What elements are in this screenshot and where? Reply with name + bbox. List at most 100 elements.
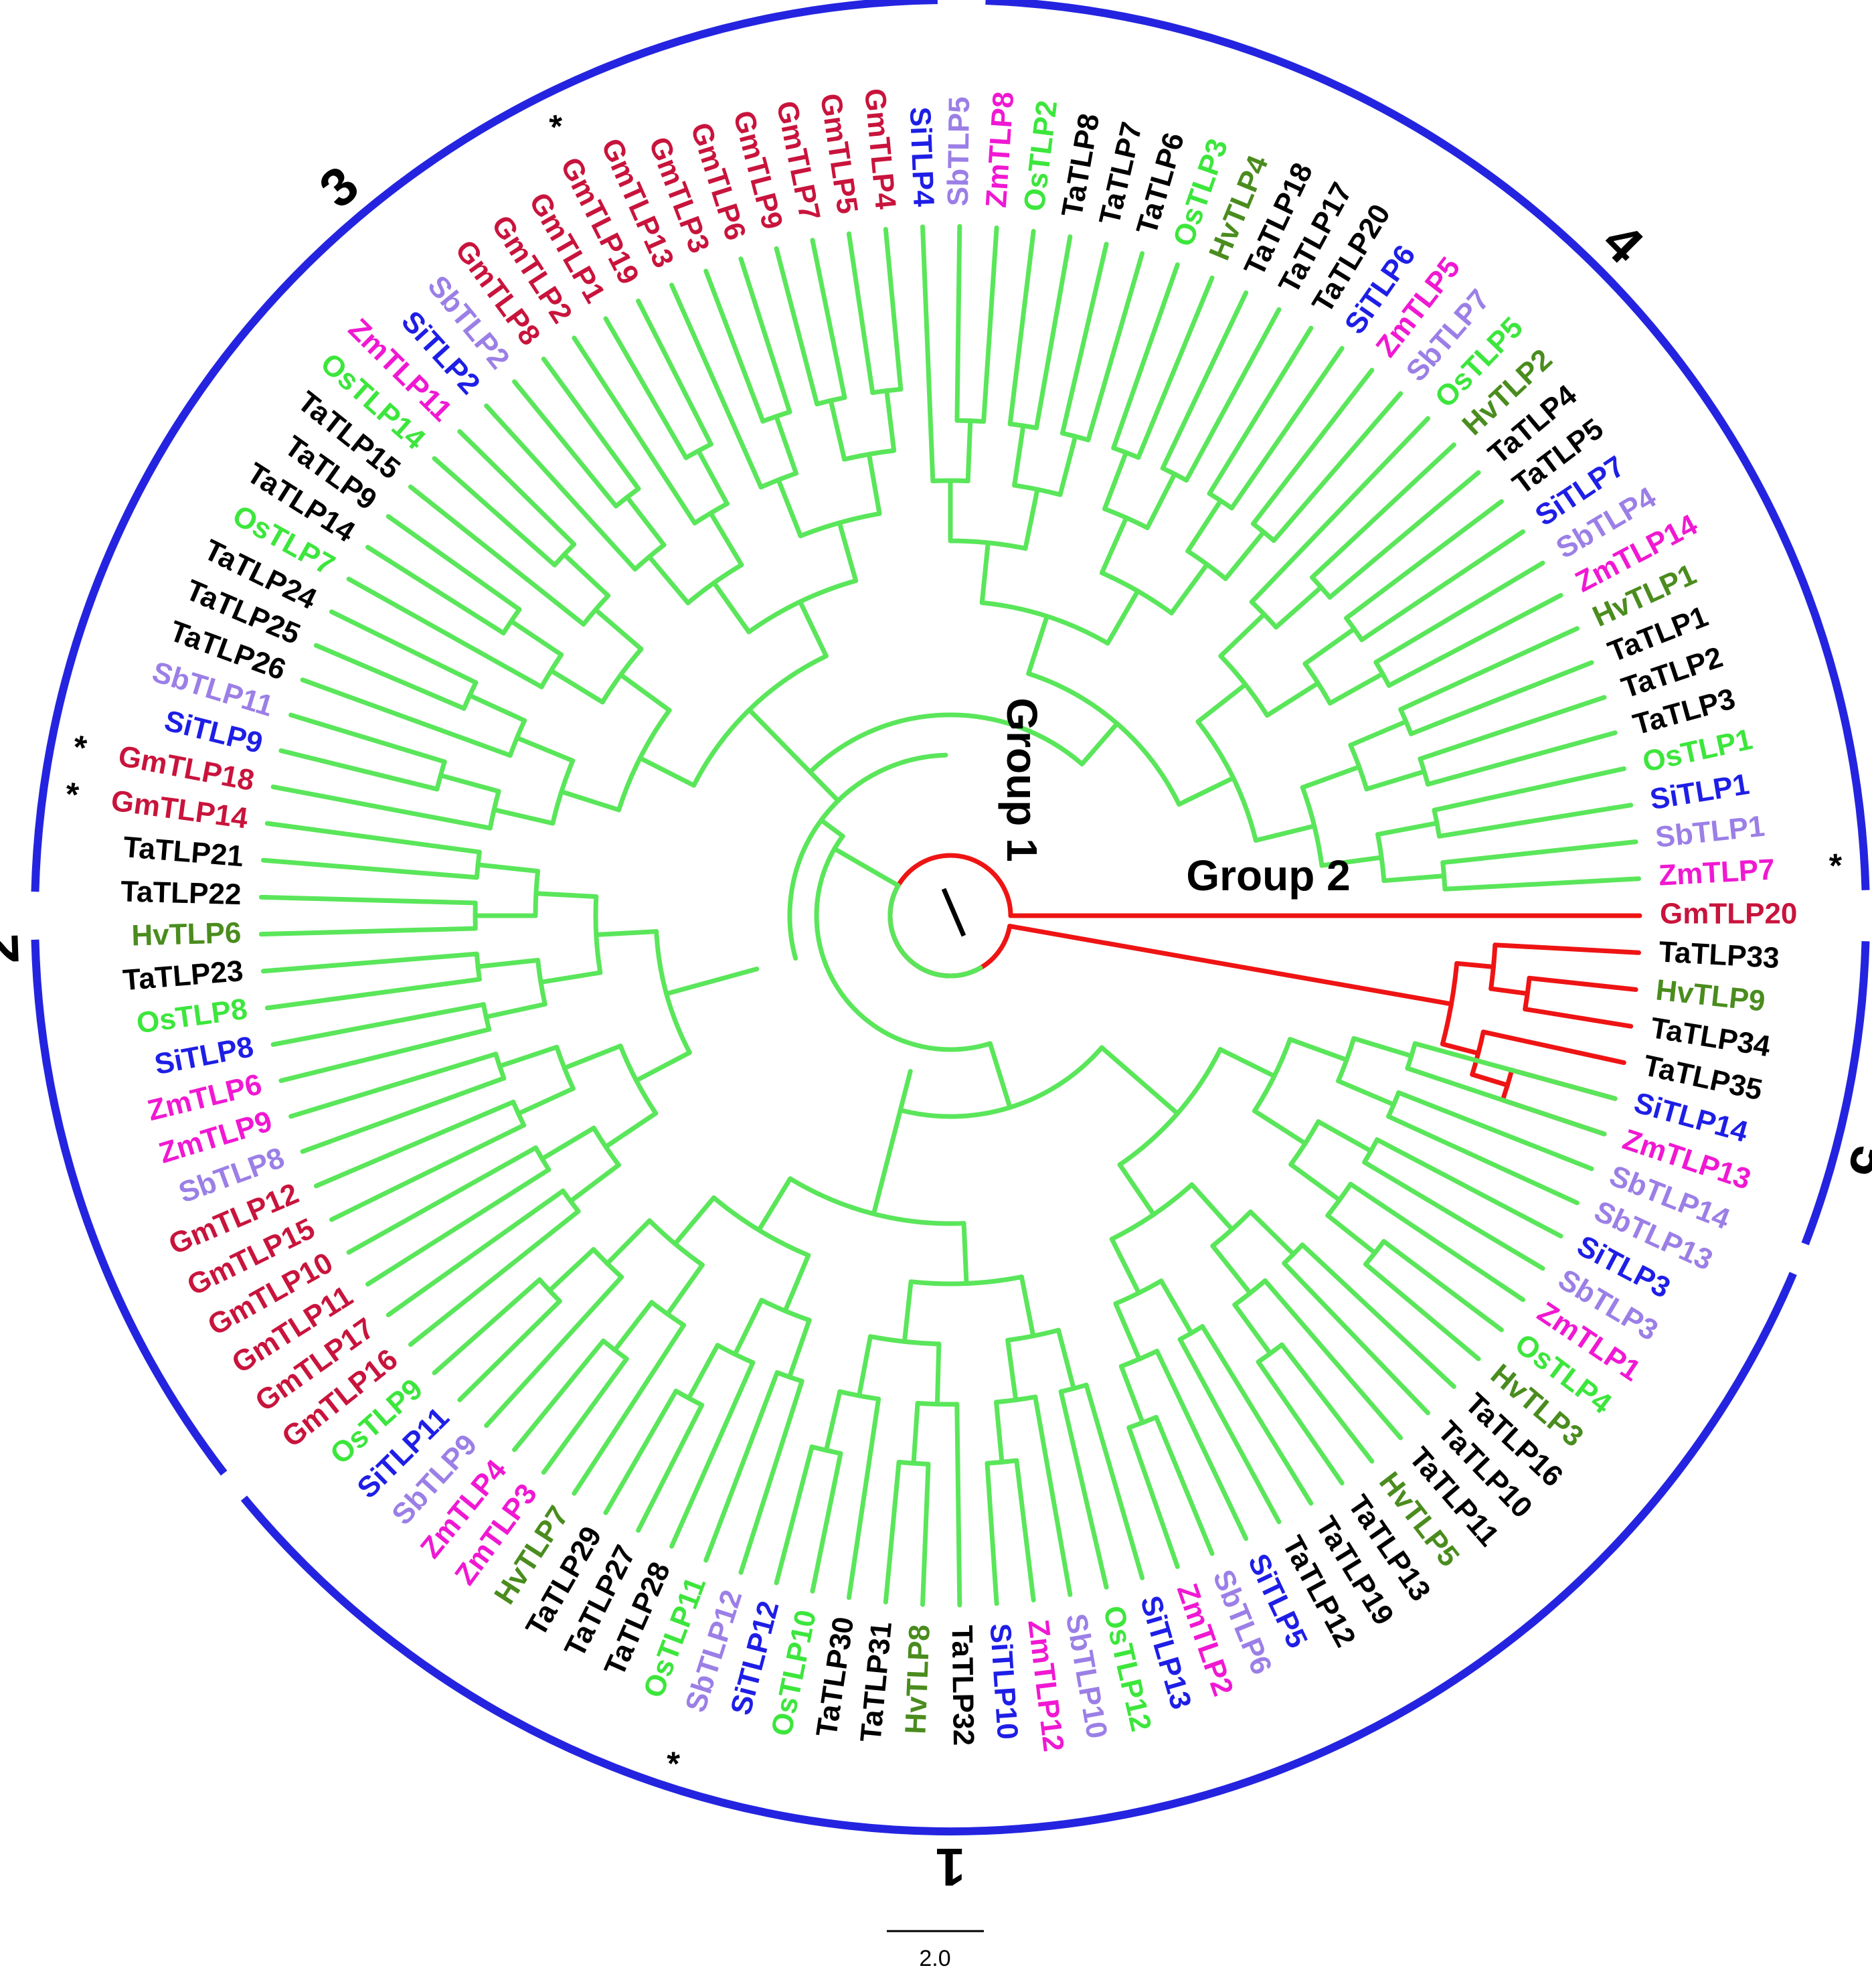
branch	[1302, 661, 1333, 706]
branch	[484, 1274, 624, 1428]
branch	[665, 1262, 705, 1317]
branch	[604, 1218, 652, 1266]
branch	[1252, 1108, 1308, 1146]
branch	[696, 448, 730, 507]
branch	[1169, 562, 1209, 616]
branch	[908, 1274, 1024, 1287]
branch	[774, 1444, 815, 1586]
branch	[1256, 1342, 1284, 1365]
branch	[934, 1341, 942, 1407]
branch	[533, 869, 541, 918]
leaf-labels: GmTLP20ZmTLP7*SbTLP1SiTLP1OsTLP1TaTLP3Ta…	[63, 87, 1844, 1772]
branch	[1386, 1090, 1401, 1119]
branch	[837, 1389, 881, 1402]
branch	[475, 957, 541, 969]
branch	[896, 1459, 931, 1467]
branch	[647, 554, 691, 606]
leaf-label-sitlp10: SiTLP10	[984, 1623, 1025, 1741]
branch	[634, 1050, 692, 1083]
branch	[1442, 876, 1642, 892]
branch	[837, 520, 859, 584]
branch	[509, 618, 564, 657]
branch	[1099, 1045, 1180, 1116]
branch	[288, 1052, 499, 1119]
branch	[1144, 471, 1177, 530]
branch	[809, 1444, 843, 1456]
branch	[1493, 942, 1642, 955]
branch	[1012, 423, 1026, 488]
branch	[572, 335, 697, 525]
branch	[1195, 682, 1248, 724]
branch	[434, 759, 447, 792]
branch	[1271, 391, 1403, 544]
branch	[288, 712, 447, 764]
branch	[1210, 1209, 1253, 1248]
branch	[613, 486, 641, 509]
branch	[1033, 1394, 1073, 1597]
branch	[1223, 529, 1266, 582]
branch	[386, 514, 522, 612]
branch	[1207, 491, 1234, 511]
branch	[1059, 430, 1091, 442]
branch	[1375, 1137, 1563, 1239]
branch	[1288, 1162, 1342, 1203]
leaf-label-tatlp31: TaTLP31	[854, 1621, 898, 1744]
branch	[636, 299, 713, 447]
branch	[846, 231, 875, 396]
branch	[703, 268, 766, 424]
branch	[759, 1297, 812, 1323]
branch	[683, 442, 713, 461]
branch	[1232, 1302, 1273, 1356]
branch	[994, 1394, 1038, 1405]
clade-number-3: 3	[309, 155, 369, 220]
branch	[842, 448, 897, 462]
branch	[1274, 584, 1324, 630]
branch	[1086, 251, 1145, 442]
branch	[603, 1388, 679, 1515]
leaf-label-gmtlp20: GmTLP20	[1660, 898, 1797, 930]
branch	[985, 1461, 999, 1606]
clade-ring	[31, 0, 1870, 1835]
branch	[1300, 764, 1362, 790]
branch	[708, 511, 744, 568]
branch	[593, 894, 603, 975]
branch	[1059, 242, 1109, 436]
branch	[1262, 1278, 1403, 1440]
branch	[954, 224, 962, 423]
branch	[1362, 1159, 1545, 1271]
branch	[776, 477, 803, 539]
branch	[1080, 721, 1120, 766]
branch	[474, 849, 482, 880]
branch	[1058, 1382, 1089, 1394]
branch	[1344, 499, 1504, 620]
branch	[484, 403, 638, 572]
branch	[624, 495, 667, 548]
leaf-label-sbtlp5: SbTLP5	[942, 96, 976, 206]
branch	[1527, 975, 1638, 992]
branch	[685, 562, 744, 606]
branch	[673, 1195, 716, 1246]
branch	[1249, 416, 1431, 604]
branch	[535, 957, 547, 1007]
asterisk-marker: *	[659, 1748, 698, 1772]
branch	[1007, 421, 1039, 430]
branch	[1160, 465, 1189, 483]
branch	[1470, 1029, 1486, 1077]
branch	[612, 1300, 655, 1353]
branch	[832, 846, 901, 888]
branch	[616, 708, 672, 813]
branch	[1375, 821, 1440, 837]
branch	[703, 1370, 780, 1563]
branch	[1253, 823, 1317, 843]
branch	[1117, 1162, 1157, 1217]
clade-5-arc	[1801, 941, 1870, 1246]
branch	[568, 1162, 621, 1204]
branch	[636, 1402, 705, 1533]
branch	[600, 1338, 629, 1361]
branch	[1386, 1114, 1580, 1206]
branch	[1488, 986, 1530, 996]
branch	[1102, 506, 1150, 530]
group1-label: Group 1	[998, 697, 1046, 861]
branch	[541, 1356, 629, 1475]
branch	[1470, 1072, 1510, 1088]
